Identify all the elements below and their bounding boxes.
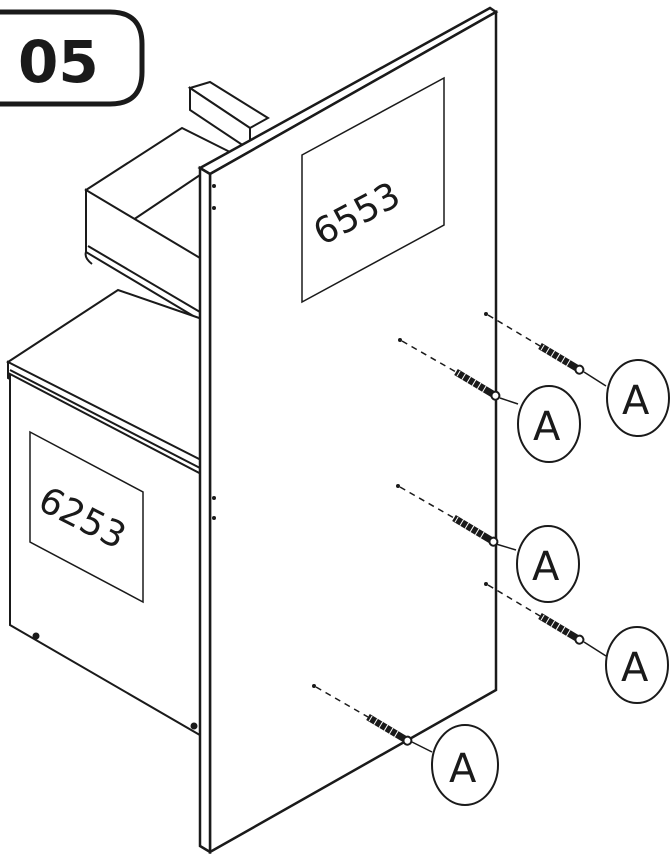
screw-1: A bbox=[484, 312, 670, 437]
back-panel bbox=[187, 80, 270, 152]
screw-callout: A bbox=[622, 378, 650, 424]
step-badge: 05 bbox=[0, 9, 145, 107]
step-number: 05 bbox=[18, 28, 99, 96]
screw-5: A bbox=[312, 684, 499, 806]
screw-callout: A bbox=[532, 544, 560, 590]
side-panel-label-box: 6553 bbox=[301, 76, 445, 304]
screw-4: A bbox=[484, 582, 669, 704]
screw-2: A bbox=[398, 338, 581, 463]
screw-callout: A bbox=[449, 746, 477, 792]
bottom-panel-label-box: 6253 bbox=[29, 430, 144, 604]
screw-callout: A bbox=[533, 404, 561, 450]
screw-3: A bbox=[396, 484, 580, 603]
screw-callout: A bbox=[621, 645, 649, 691]
